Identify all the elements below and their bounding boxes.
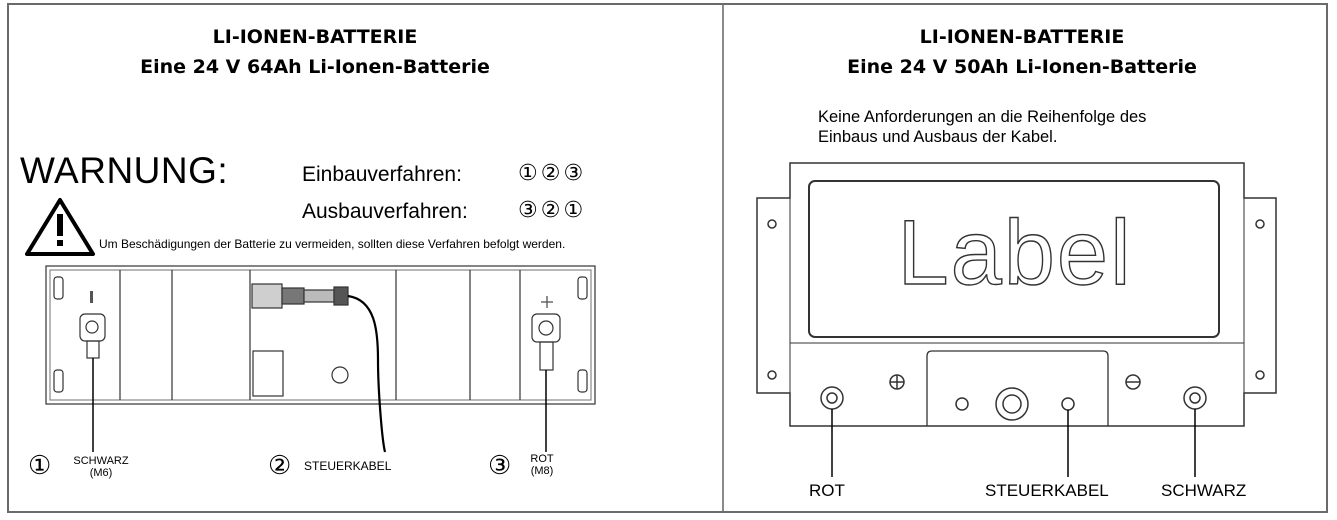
callout-3-number: ③ (488, 450, 512, 480)
left-battery-drawing (45, 265, 596, 453)
callout-3-name: ROT (530, 453, 554, 465)
callout-3-sub: (M8) (530, 465, 554, 477)
callout-1-sub: (M6) (89, 467, 113, 479)
minus-terminal-icon (90, 291, 93, 303)
callout-1-name: SCHWARZ (73, 455, 129, 467)
removal-label: Ausbauverfahren: (302, 200, 468, 223)
install-sequence: ①②③ (518, 161, 587, 186)
warning-hint: Um Beschädigungen der Batterie zu vermei… (99, 237, 566, 251)
left-title: LI-IONEN-BATTERIE (212, 26, 418, 48)
label-schwarz: SCHWARZ (1161, 481, 1247, 500)
warning-triangle-icon (25, 198, 95, 256)
diagram-frame (7, 3, 1328, 513)
callout-3: ROT (M8) (522, 453, 562, 477)
warning-heading: WARNUNG: (20, 150, 229, 191)
left-terminal-bolt (79, 313, 106, 452)
callout-2-number: ② (268, 450, 292, 480)
right-title-block: LI-IONEN-BATTERIE Eine 24 V 50Ah Li-Ione… (762, 22, 1282, 82)
callout-1: SCHWARZ (M6) (66, 455, 136, 479)
right-battery-drawing (756, 162, 1277, 477)
plate-label: Label (897, 201, 1133, 304)
left-title-block: LI-IONEN-BATTERIE Eine 24 V 64Ah Li-Ione… (60, 22, 570, 82)
install-label: Einbauverfahren: (302, 163, 462, 186)
left-subtitle: Eine 24 V 64Ah Li-Ionen-Batterie (140, 56, 490, 78)
plus-terminal-icon (541, 296, 553, 308)
removal-sequence: ③②① (518, 198, 587, 223)
callout-2-name: STEUERKABEL (304, 459, 392, 473)
right-terminal-bolt (531, 313, 561, 452)
right-subtitle: Eine 24 V 50Ah Li-Ionen-Batterie (847, 56, 1197, 78)
label-rot: ROT (809, 481, 845, 500)
right-title: LI-IONEN-BATTERIE (919, 26, 1125, 48)
panel-divider (722, 5, 724, 511)
label-steuerkabel: STEUERKABEL (985, 481, 1109, 500)
callout-1-number: ① (28, 450, 52, 480)
right-note: Keine Anforderungen an die Reihenfolge d… (818, 108, 1147, 146)
